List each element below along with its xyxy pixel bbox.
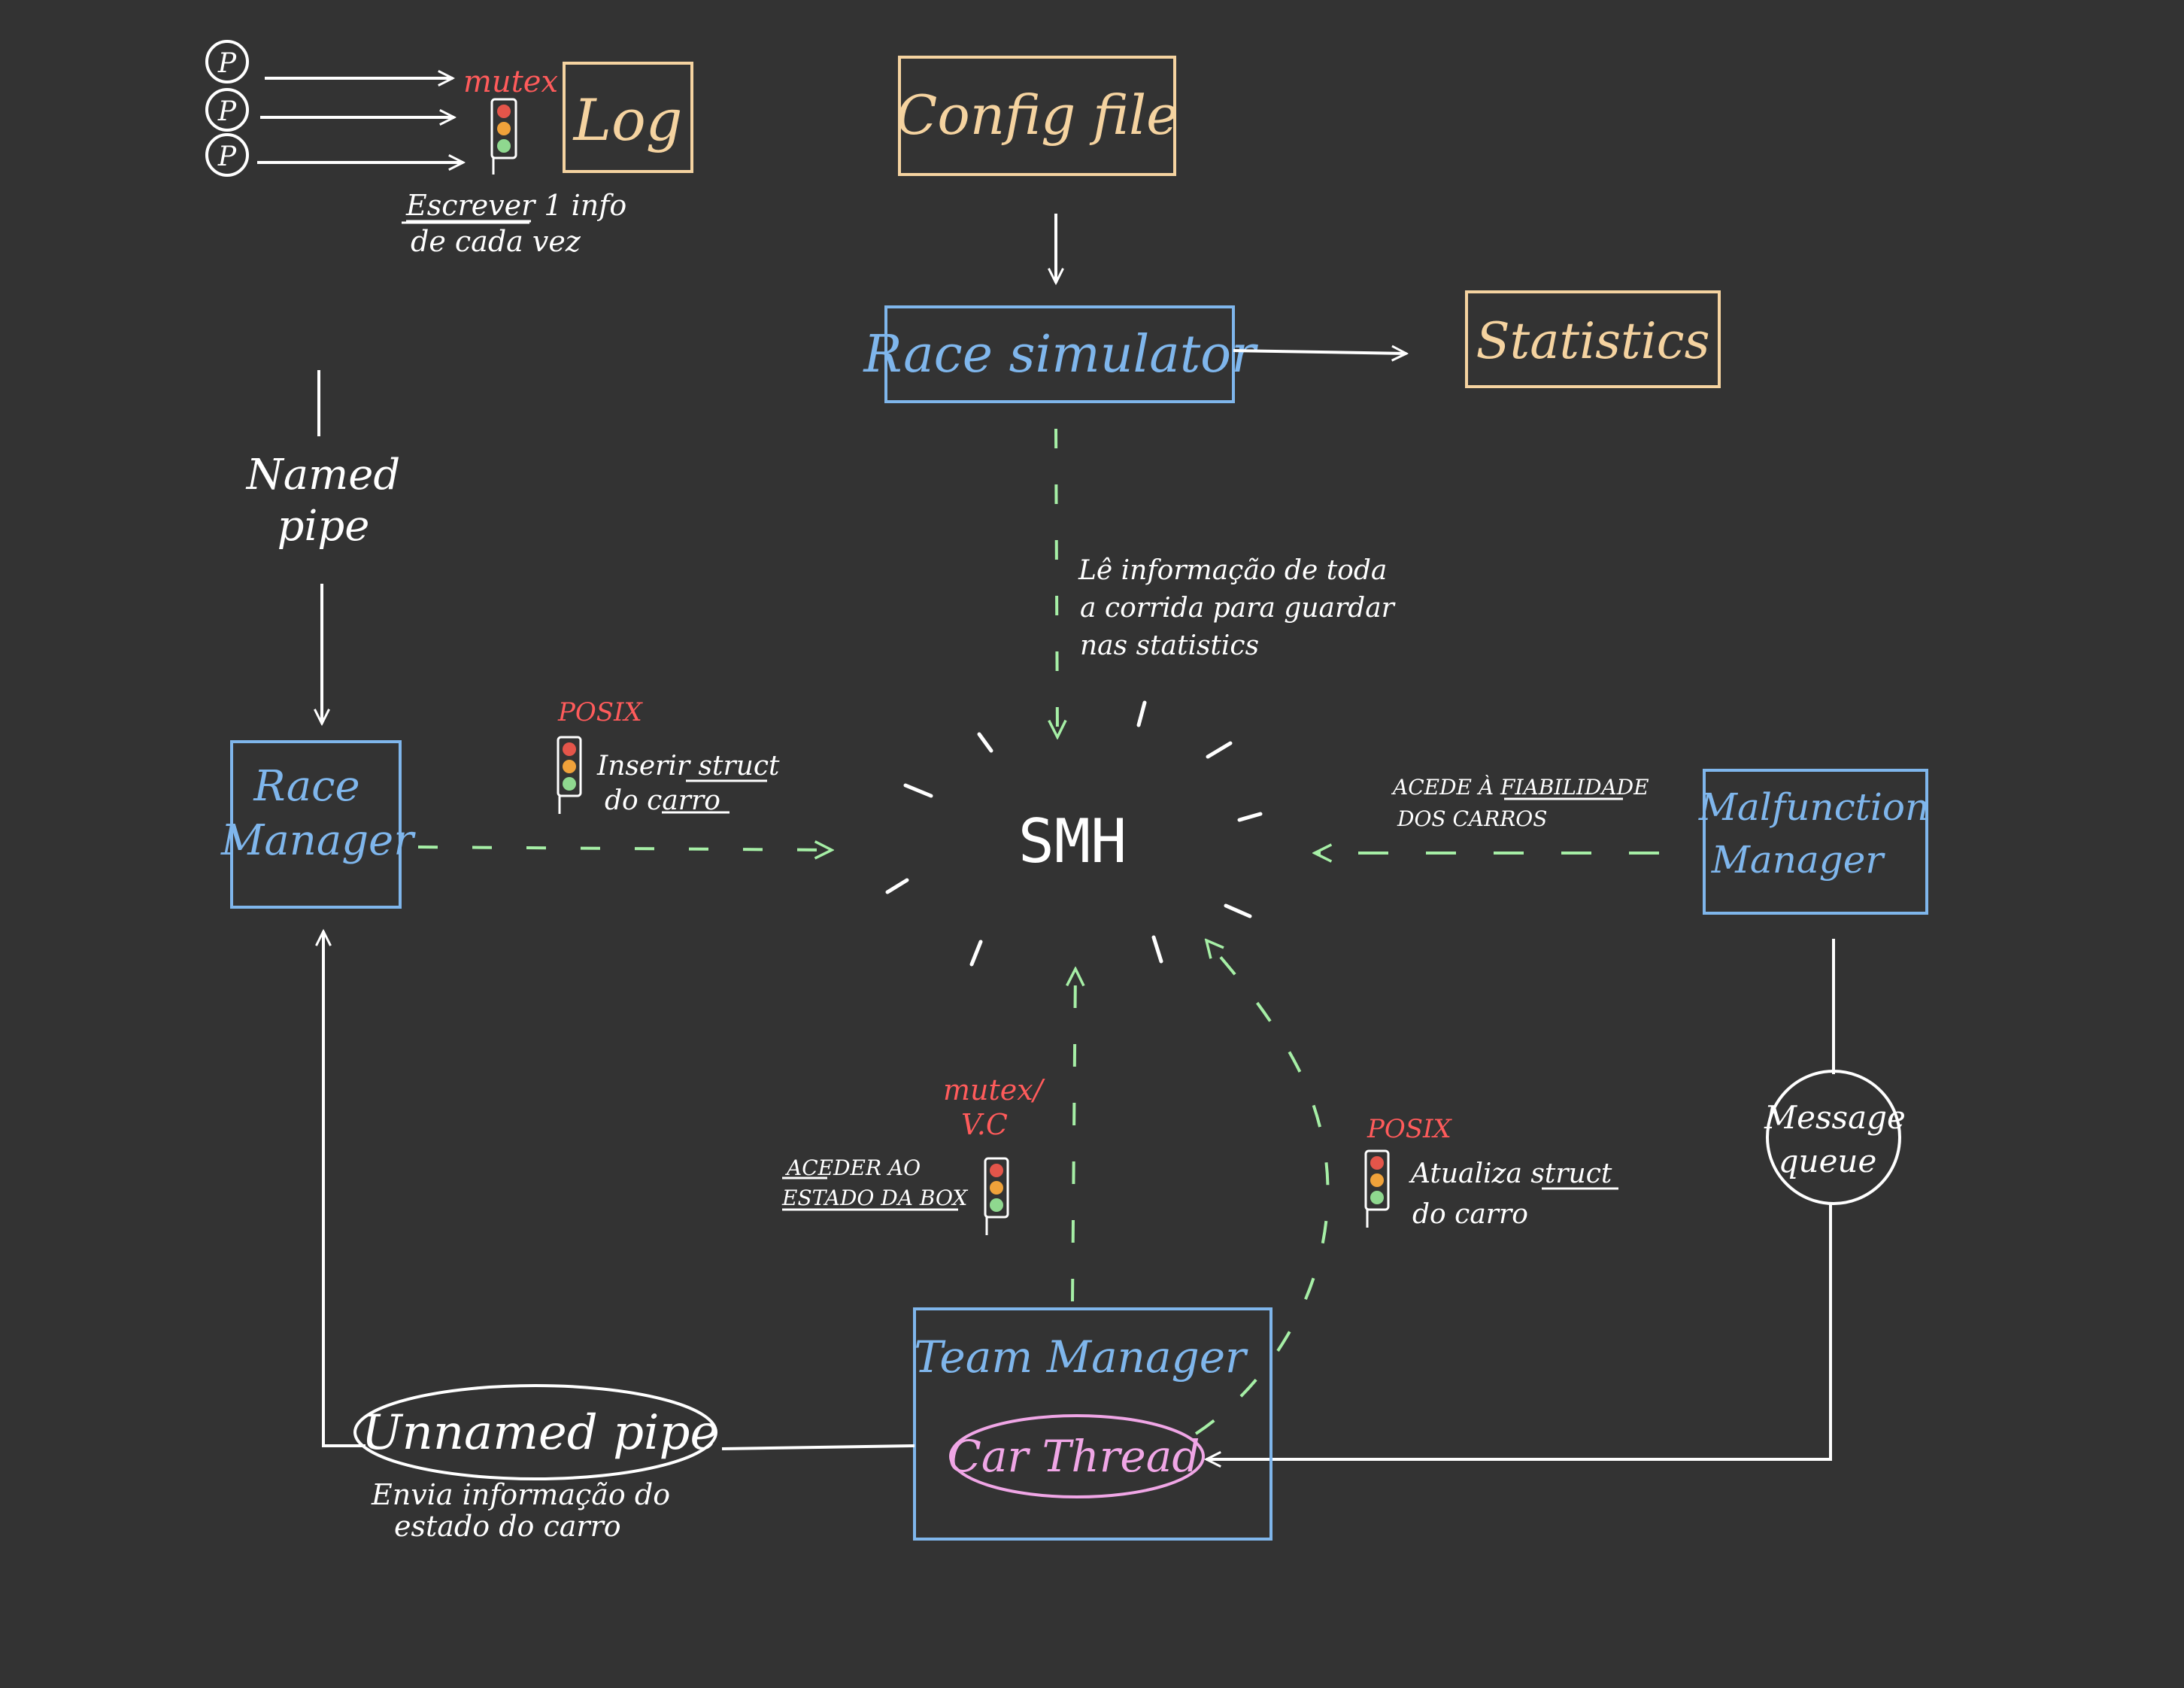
process-label: P bbox=[217, 141, 237, 172]
stats-note: Lê informação de toda a corrida para gua… bbox=[1078, 555, 1396, 661]
malfunction-manager-label-line1: Malfunction bbox=[1698, 785, 1929, 829]
semaphore-icon bbox=[490, 98, 517, 175]
race-simulator: Race simulator bbox=[862, 305, 1258, 403]
race-manager-note-line2: do carro bbox=[605, 785, 720, 816]
car-update-annotation: POSIX Atualiza struct do carro bbox=[1364, 1114, 1618, 1230]
shm-label: SMH bbox=[1018, 806, 1127, 876]
message-queue: Message queue bbox=[1764, 1070, 1906, 1205]
team-manager-to-pipe-line bbox=[721, 1444, 915, 1450]
race-manager-label-line1: Race bbox=[253, 762, 359, 811]
race-manager-box bbox=[230, 740, 402, 909]
semaphore-icon bbox=[1364, 1149, 1390, 1228]
box-state-lock-line1: mutex/ bbox=[943, 1073, 1045, 1107]
race-manager-lock-label: POSIX bbox=[557, 697, 643, 727]
car-thread-ellipse bbox=[949, 1414, 1205, 1498]
config-file: Config file bbox=[896, 56, 1178, 176]
race-manager-link-annotation: POSIX Inserir struct do carro bbox=[557, 697, 780, 816]
log-lock-label: mutex bbox=[463, 65, 558, 99]
malfunction-manager-box bbox=[1703, 769, 1928, 915]
process-circle bbox=[205, 88, 249, 132]
process-label: P bbox=[217, 48, 237, 79]
simulator-to-shm-arrow bbox=[1056, 428, 1057, 737]
statistics: Statistics bbox=[1465, 290, 1721, 388]
message-queue-circle bbox=[1766, 1070, 1901, 1205]
process-3: P bbox=[205, 133, 249, 177]
box-state-note-line1: ACEDER AO bbox=[784, 1155, 921, 1180]
team-manager-label: Team Manager bbox=[914, 1331, 1248, 1383]
car-update-note-line2: do carro bbox=[1412, 1199, 1528, 1230]
race-manager: Race Manager bbox=[220, 740, 416, 909]
team-manager: Team Manager Car Thread bbox=[913, 1307, 1272, 1541]
stats-note-line3: nas statistics bbox=[1080, 630, 1259, 661]
message-queue-label-line2: queue bbox=[1779, 1143, 1877, 1179]
queue-to-car-thread-arrow bbox=[1206, 1204, 1832, 1459]
malfunction-manager-label-line2: Manager bbox=[1711, 838, 1886, 882]
team-manager-box bbox=[913, 1307, 1272, 1541]
log-cluster: P P P mutex Log Escrever 1 info de cada … bbox=[205, 40, 693, 258]
stats-note-line1: Lê informação de toda bbox=[1078, 555, 1387, 586]
stats-note-line2: a corrida para guardar bbox=[1080, 593, 1396, 624]
car-update-lock-label: POSIX bbox=[1367, 1114, 1452, 1144]
box-state-note-line2: ESTADO DA BOX bbox=[781, 1186, 968, 1210]
unnamed-pipe: Unnamed pipe bbox=[353, 1384, 719, 1480]
semaphore-icon bbox=[984, 1157, 1009, 1235]
process-circle bbox=[205, 40, 249, 83]
log-note-line2: de cada vez bbox=[411, 225, 581, 258]
car-thread-label: Car Thread bbox=[948, 1431, 1200, 1482]
named-pipe-label-line1: Named bbox=[245, 451, 400, 499]
race-manager-note-line1: Inserir struct bbox=[596, 751, 780, 782]
race-simulator-label: Race simulator bbox=[862, 325, 1258, 384]
malfunction-manager: Malfunction Manager bbox=[1698, 769, 1929, 915]
process-2: P bbox=[205, 88, 249, 132]
named-pipe-label-line2: pipe bbox=[278, 502, 370, 551]
malfunction-note: ACEDE À FIABILIDADE DOS CARROS bbox=[1391, 775, 1649, 831]
box-state-lock-line2: V.C bbox=[961, 1108, 1008, 1141]
car-update-note-line1: Atualiza struct bbox=[1409, 1158, 1612, 1189]
config-file-box bbox=[898, 56, 1176, 176]
simulator-to-statistics-arrow bbox=[1233, 351, 1406, 354]
team-manager-to-shm-arrow bbox=[1072, 969, 1075, 1302]
pipe-to-race-manager-arrow bbox=[323, 931, 366, 1447]
log-box bbox=[563, 62, 693, 173]
log-box-label: Log bbox=[572, 87, 683, 153]
unnamed-pipe-note-line1: Envia informação do bbox=[371, 1478, 670, 1511]
semaphore-icon bbox=[557, 736, 582, 814]
unnamed-pipe-note-line2: estado do carro bbox=[394, 1510, 621, 1543]
race-manager-label-line2: Manager bbox=[220, 816, 416, 865]
statistics-box bbox=[1465, 290, 1721, 388]
shared-memory: SMH bbox=[885, 700, 1263, 967]
statistics-label: Statistics bbox=[1476, 312, 1709, 370]
process-label: P bbox=[217, 96, 237, 127]
log-note-line1: Escrever 1 info bbox=[405, 189, 626, 222]
box-state-annotation: mutex/ V.C ACEDER AO ESTADO DA BOX bbox=[781, 1073, 1045, 1235]
unnamed-pipe-label: Unnamed pipe bbox=[362, 1405, 719, 1461]
unnamed-pipe-ellipse bbox=[353, 1384, 717, 1480]
process-1: P bbox=[205, 40, 249, 83]
malfunction-note-line2: DOS CARROS bbox=[1397, 806, 1547, 831]
race-manager-to-shm-arrow bbox=[417, 847, 832, 850]
message-queue-label-line1: Message bbox=[1764, 1099, 1906, 1136]
process-circle bbox=[205, 133, 249, 177]
malfunction-note-line1: ACEDE À FIABILIDADE bbox=[1391, 775, 1649, 800]
shm-burst-rays bbox=[885, 700, 1263, 967]
race-simulator-box bbox=[884, 305, 1235, 403]
config-file-label: Config file bbox=[896, 83, 1178, 147]
